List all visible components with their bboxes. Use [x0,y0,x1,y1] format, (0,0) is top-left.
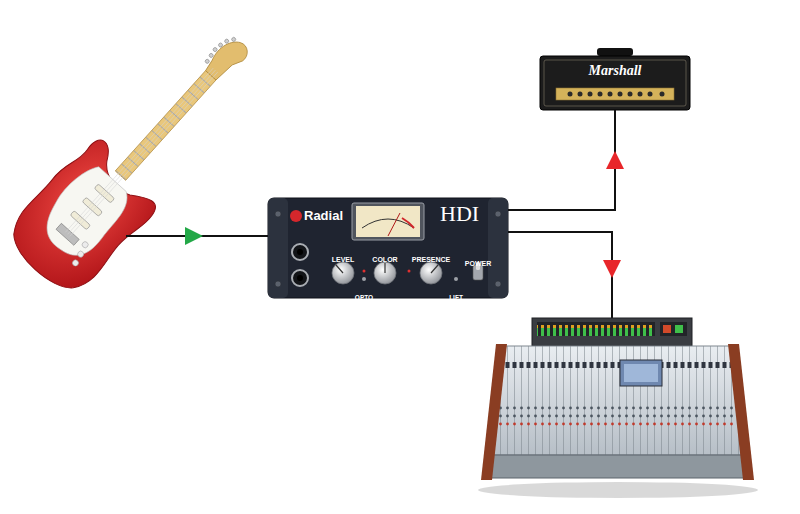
guitar [0,9,278,304]
flow-arrow [185,227,203,245]
bridge [56,223,79,245]
panel-label: POWER [465,260,491,268]
di-box: Radial HDI [268,198,508,298]
tuners [203,32,237,68]
control-knobs [68,240,94,267]
cable-line [508,110,615,210]
brand-logo: Radial [304,209,343,223]
flow-arrow [603,260,621,278]
amp-head: Marshall [540,56,690,110]
arrow-head [606,151,624,169]
knobs [332,262,442,284]
panel-label: LIFT [449,294,463,301]
guitar-headstock [203,35,252,85]
jacks [292,244,308,286]
panel-label: OPTO [355,294,373,301]
panel-label: LEVEL [332,256,355,264]
amp-logo: Marshall [589,63,642,78]
model-name: HDI [440,202,479,226]
panel-label: COLOR [372,256,397,264]
amp-head-cabinet [540,48,690,110]
di-unit [268,198,508,298]
console-cable [508,232,612,322]
logo-dot [290,210,302,222]
panel-label: PRESENCE [412,256,451,264]
mixing-console [478,318,758,498]
guitar-body [0,132,168,304]
signal-cable [508,110,624,210]
pickguard [33,160,136,265]
strings [65,68,217,236]
vu-meter [352,203,424,240]
